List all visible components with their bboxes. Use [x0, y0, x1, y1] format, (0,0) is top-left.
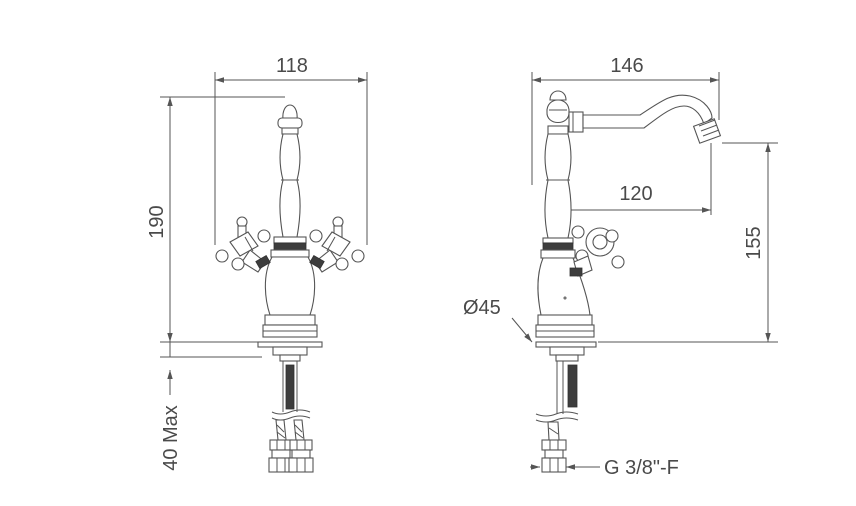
side-length-label: 146 [610, 55, 643, 77]
base-diameter-label: Ø45 [463, 297, 501, 319]
deck-thickness-label: 40 Max [160, 405, 182, 471]
side-below-deck [535, 341, 597, 473]
connection-label: G 3/8"-F [604, 457, 679, 479]
spout-height-dimension: 155 [598, 142, 778, 343]
front-left-handle [215, 216, 271, 273]
base-diameter-callout: Ø45 [463, 297, 533, 343]
connection-callout: G 3/8"-F [530, 457, 679, 479]
spout-reach-dimension: 120 [557, 143, 712, 215]
front-below-deck [257, 341, 323, 473]
front-height-dimension: 190 [146, 96, 285, 343]
side-handle [569, 225, 625, 277]
front-width-label: 118 [276, 55, 308, 77]
spout-height-label: 155 [743, 226, 765, 259]
side-view: 146 120 155 Ø45 G 3/8"-F [463, 55, 778, 479]
front-view: 118 190 40 Max [146, 55, 368, 473]
front-right-handle [309, 216, 365, 273]
front-faucet-body [262, 104, 318, 338]
front-height-label: 190 [146, 205, 168, 238]
side-faucet-body [535, 90, 722, 338]
spout-reach-label: 120 [619, 183, 652, 205]
side-length-dimension: 146 [531, 55, 720, 185]
deck-thickness-dimension: 40 Max [160, 342, 262, 471]
front-width-dimension: 118 [214, 55, 368, 245]
